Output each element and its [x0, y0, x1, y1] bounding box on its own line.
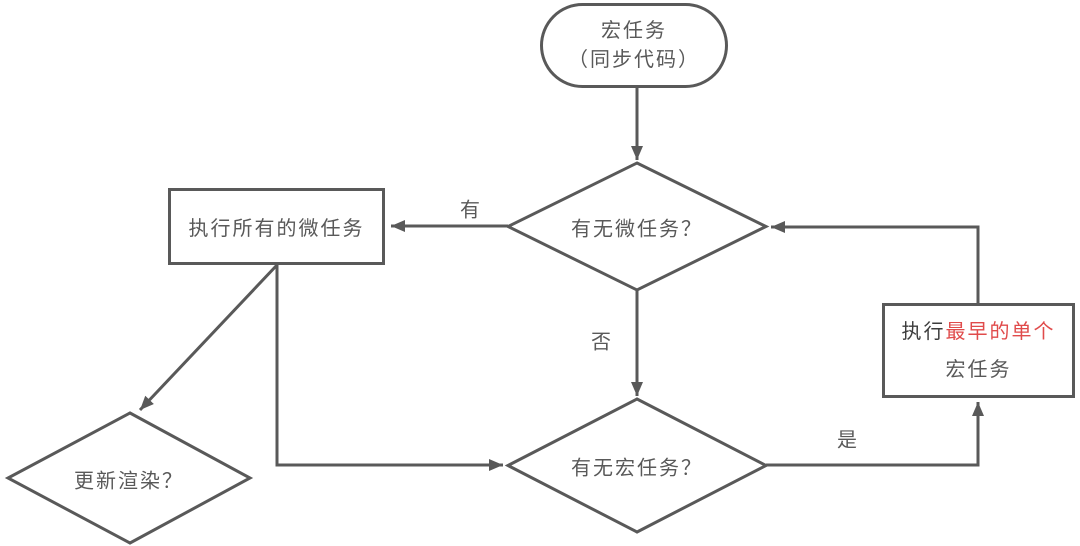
edge-check-macro-to-run-macro — [766, 402, 984, 467]
node-run-microtasks: 执行所有的微任务 — [168, 188, 385, 265]
node-run-macrotask: 执行最早的单个 宏任务 — [882, 303, 1075, 398]
edge-label-has-macro: 是 — [837, 429, 857, 452]
diamond-check-microtask — [504, 161, 770, 292]
edge-run-macro-to-check-micro — [771, 221, 980, 303]
diamond-check-macrotask — [504, 397, 770, 534]
node-start-line1: 宏任务 — [601, 19, 667, 42]
edge-run-micro-to-update-render — [138, 263, 279, 412]
node-run-macrotask-line1: 执行最早的单个 — [902, 313, 1056, 351]
edge-label-no-micro: 否 — [591, 331, 611, 354]
edge-label-has-micro: 有 — [460, 199, 480, 222]
node-run-macrotask-highlight: 最早的单个 — [945, 320, 1056, 343]
edge-run-micro-to-check-macro — [275, 265, 503, 471]
diamond-update-render — [4, 411, 254, 545]
node-check-microtask-label: 有无微任务？ — [571, 218, 703, 241]
node-start-line2: （同步代码） — [568, 48, 700, 71]
node-run-microtasks-label: 执行所有的微任务 — [188, 218, 365, 240]
node-check-macrotask-label: 有无宏任务？ — [571, 457, 703, 480]
node-start-macrotask: 宏任务 （同步代码） — [540, 3, 728, 88]
node-run-macrotask-line2: 宏任务 — [945, 358, 1012, 381]
node-run-macrotask-prefix: 执行 — [901, 320, 946, 343]
node-update-render-label: 更新渲染？ — [74, 470, 184, 493]
